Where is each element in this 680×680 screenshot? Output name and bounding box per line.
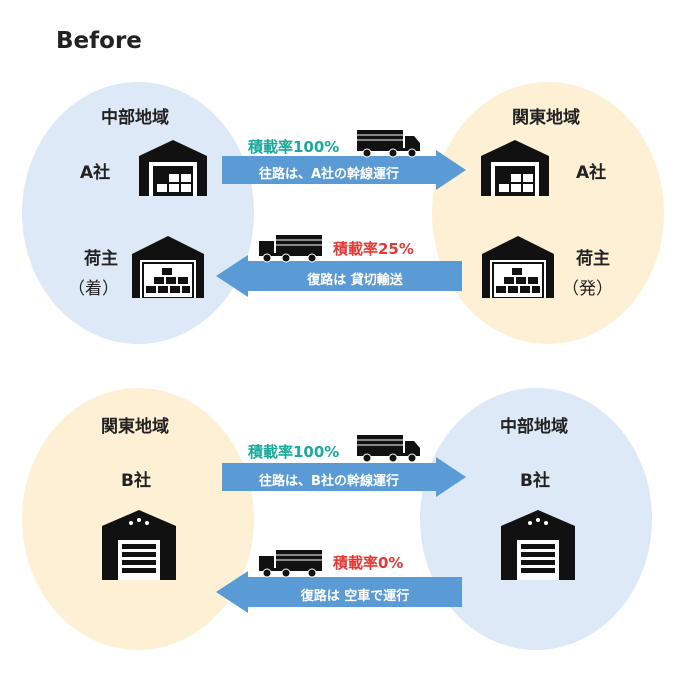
truck-icon xyxy=(357,435,420,463)
return-text-b: 復路は 空車で運行 xyxy=(300,589,410,604)
region-label-right-a: 関東地域 xyxy=(512,108,580,128)
region-label-left-b: 関東地域 xyxy=(101,417,169,437)
shipper-warehouse-icon xyxy=(132,236,204,298)
shipper-label-left-a: 荷主 xyxy=(84,249,118,269)
shipper-label-right-a: 荷主 xyxy=(576,249,610,269)
region-circle-left-a xyxy=(22,82,254,344)
truck-icon xyxy=(259,235,322,263)
shipper-warehouse-icon xyxy=(482,236,554,298)
outbound-arrow-a xyxy=(222,150,466,190)
return-text-a: 復路は 貸切輸送 xyxy=(307,273,403,288)
company-label-right-b: B社 xyxy=(520,471,550,491)
depot-icon xyxy=(102,510,176,580)
region-label-right-b: 中部地域 xyxy=(500,417,568,437)
region-label-left-a: 中部地域 xyxy=(101,108,169,128)
shipper-status-left-a: （着） xyxy=(68,279,119,299)
outbound-text-b: 往路は、B社の幹線運行 xyxy=(259,474,399,489)
outbound-text-a: 往路は、A社の幹線運行 xyxy=(258,167,400,182)
return-arrow-a xyxy=(216,255,462,297)
truck-icon xyxy=(259,550,322,578)
company-label-left-a: A社 xyxy=(80,163,111,183)
return-rate-b: 積載率0% xyxy=(333,554,404,572)
outbound-arrow-b xyxy=(222,457,466,497)
warehouse-icon xyxy=(481,140,549,196)
depot-icon xyxy=(501,510,575,580)
return-rate-a: 積載率25% xyxy=(333,240,414,258)
warehouse-icon xyxy=(139,140,207,196)
truck-icon xyxy=(357,130,420,158)
outbound-rate-b: 積載率100% xyxy=(248,443,340,461)
region-circle-right-a xyxy=(432,82,664,344)
shipper-status-right-a: （発） xyxy=(562,279,613,299)
return-arrow-b xyxy=(216,571,462,613)
page-title: Before xyxy=(56,28,142,54)
company-label-left-b: B社 xyxy=(121,471,151,491)
outbound-rate-a: 積載率100% xyxy=(248,138,340,156)
company-label-right-a: A社 xyxy=(576,163,607,183)
